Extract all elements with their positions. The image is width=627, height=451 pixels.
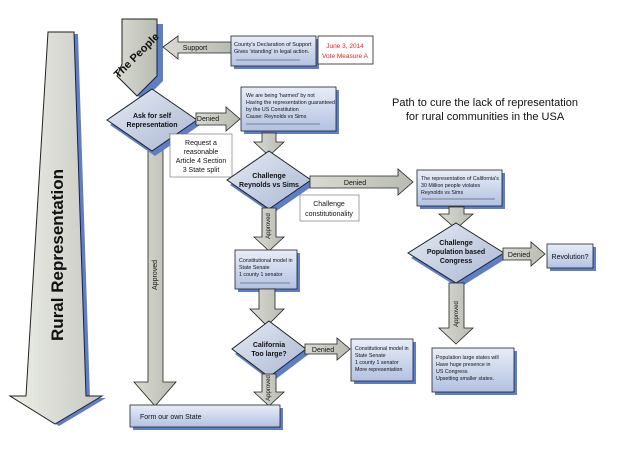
approved-arrow-3: Approved — [437, 282, 475, 345]
request-note: Request a reasonable Article 4 Section 3… — [169, 133, 233, 178]
revolution-label: Revolution? — [552, 254, 589, 261]
rural-arrow-label: Rural Representation — [48, 169, 67, 341]
population-box-line1: Population large states will — [436, 355, 499, 361]
denied-arrow-4: Denied — [304, 337, 351, 361]
approved-label-2: Approved — [266, 375, 272, 401]
form-own-state-box: Form our own State — [129, 404, 283, 430]
const-model2-line3: 1 county 1 senator — [355, 360, 399, 366]
request-line1: Request a — [185, 140, 217, 147]
const-model2-line1: Constitutional model in — [355, 346, 409, 352]
approved-main-arrow: Approved — [133, 145, 177, 407]
ask-line2: Representation — [127, 122, 178, 129]
population-box-line2: Have huge presence in — [436, 362, 491, 368]
approved-label-1: Approved — [266, 213, 272, 239]
california-representation-box: The representation of California's 30 Mi… — [416, 169, 505, 209]
county-line2: Gives 'standing' in legal action. — [234, 49, 310, 55]
request-line3: Article 4 Section — [176, 158, 227, 165]
vote-measure: Vote Measure A — [322, 53, 369, 60]
svg-text:County's Declaration of Suppor: County's Declaration of Support — [234, 42, 312, 48]
constitutional-model-box: Constitutional model in State Senate 1 c… — [234, 249, 300, 292]
california-line2: Too large? — [251, 351, 286, 358]
harmed-box: We are being 'harmed' by not Having the … — [240, 86, 339, 134]
challenge-line1: Challenge — [252, 173, 286, 180]
const-model2-line2: State Senate — [355, 353, 386, 359]
ca-rep-line1: The representation of California's — [421, 176, 499, 182]
constitutionality-line1: Challenge — [313, 201, 345, 208]
ca-rep-line2: 30 Million people violates — [421, 183, 481, 189]
support-label: Support — [183, 45, 208, 52]
svg-text:Gives 'standing' in legal acti: Gives 'standing' in legal action. — [234, 49, 310, 55]
population-states-box: Population large states will Have huge p… — [431, 347, 517, 395]
revolution-box: Revolution? — [546, 243, 596, 271]
const-model-line3: 1 county 1 senator — [239, 272, 283, 278]
california-too-large-node: California Too large? — [231, 320, 309, 382]
denied-arrow-3: Denied — [502, 241, 546, 267]
vote-measure-box: June 3, 2014 Vote Measure A — [317, 35, 374, 65]
ca-box-to-population-arrow — [437, 206, 475, 230]
support-arrow: Support — [162, 35, 233, 60]
vote-date: June 3, 2014 — [326, 43, 364, 50]
constitutionality-line2: constitutionality — [305, 211, 353, 218]
harmed-line3: by the US Constitution — [246, 107, 299, 113]
denied-arrow-1: Denied — [195, 106, 241, 132]
request-line4: 3 State split — [183, 167, 220, 174]
challenge-line2: Reynolds vs Sims — [239, 182, 299, 189]
ask-line1: Ask for self — [133, 113, 172, 120]
approved-main-label: Approved — [152, 260, 159, 290]
county-declaration-box: County's Declaration of Support Gives 's… — [230, 35, 319, 69]
constitutionality-note: Challenge constitutionality — [299, 194, 360, 222]
denied-label-4: Denied — [312, 347, 334, 354]
population-box-line3: US Congress — [436, 369, 468, 375]
const-model2-line4: More representation — [355, 367, 402, 373]
approved-label-3: Approved — [454, 301, 460, 327]
the-people-arrow: The People — [112, 18, 163, 101]
harmed-line1: We are being 'harmed' by not — [246, 93, 315, 99]
denied-label-3: Denied — [508, 252, 530, 259]
ca-rep-line3: Reynolds vs Sims — [421, 190, 463, 196]
harmed-line4: Cause: Reynolds vs Sims — [246, 114, 307, 120]
california-line1: California — [253, 342, 285, 349]
request-line2: reasonable — [184, 149, 219, 156]
denied-label-2: Denied — [344, 180, 366, 187]
const-model-line2: State Senate — [239, 265, 270, 271]
form-state-label: Form our own State — [140, 414, 202, 421]
population-line3: Congress — [440, 258, 472, 265]
const-model-line1: Constitutional model in — [239, 258, 293, 264]
harmed-to-challenge-arrow — [252, 132, 286, 157]
population-congress-node: Challenge Population based Congress — [407, 222, 507, 288]
diagram-title-line1: Path to cure the lack of representation — [392, 97, 578, 109]
population-box-line4: Upsetting smaller states. — [436, 376, 494, 382]
population-line1: Challenge — [439, 240, 473, 247]
county-line1: County's Declaration of Support — [234, 42, 312, 48]
denied-label-1: Denied — [197, 116, 219, 123]
model-to-california-arrow — [249, 288, 285, 327]
challenge-reynolds-node: Challenge Reynolds vs Sims — [226, 150, 314, 214]
approved-arrow-1: Approved — [252, 207, 286, 252]
rural-representation-arrow: Rural Representation — [8, 31, 106, 426]
denied-arrow-2: Denied — [309, 168, 414, 196]
population-line2: Population based — [427, 249, 485, 256]
constitutional-model-box-2: Constitutional model in State Senate 1 c… — [350, 338, 416, 384]
harmed-line2: Having the representation guaranteed — [246, 100, 335, 106]
approved-arrow-2: Approved — [252, 373, 286, 407]
diagram-title-line2: for rural communities in the USA — [406, 111, 565, 123]
